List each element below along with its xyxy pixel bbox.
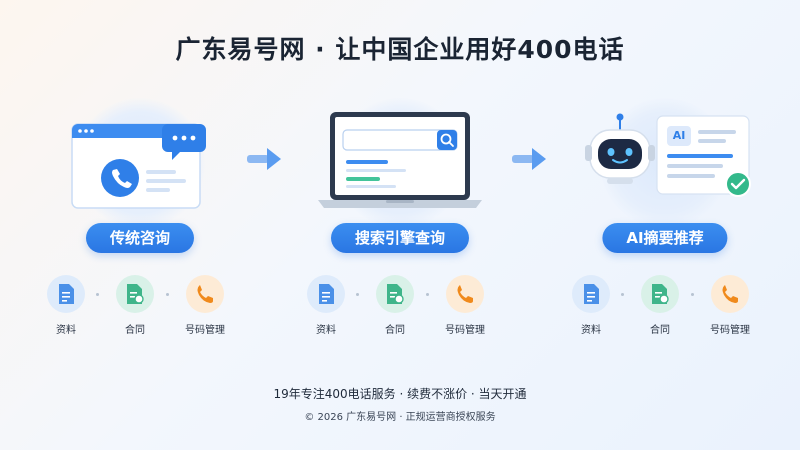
doc-item-contract: 合同 bbox=[105, 275, 165, 336]
doc-label-number-mgmt: 号码管理 bbox=[710, 325, 750, 336]
check-badge-icon bbox=[725, 171, 751, 197]
laptop-icon bbox=[318, 112, 482, 208]
doc-label-materials: 资料 bbox=[581, 325, 601, 336]
doc-item-number-mgmt: 号码管理 bbox=[700, 275, 760, 336]
doc-icon-row-2: 资料 合同 号码管理 bbox=[290, 275, 510, 336]
chat-bubble-icon bbox=[162, 124, 206, 160]
channel-label-traditional: 传统咨询 bbox=[85, 223, 195, 253]
separator-dot bbox=[96, 293, 99, 296]
document-icon bbox=[59, 284, 74, 304]
doc-item-materials: 资料 bbox=[561, 275, 621, 336]
phone-handset-icon bbox=[722, 285, 738, 303]
contract-icon bbox=[652, 284, 669, 304]
robot-icon bbox=[585, 113, 655, 184]
ai-illustration: AI bbox=[555, 90, 775, 228]
phone-call-icon bbox=[101, 159, 139, 197]
page-title: 广东易号网 · 让中国企业用好400电话 bbox=[175, 35, 625, 64]
document-icon bbox=[319, 284, 334, 304]
ai-summary-card bbox=[656, 115, 750, 195]
doc-icon-row-3: 资料 合同 号码管理 bbox=[555, 275, 775, 336]
contract-icon bbox=[387, 284, 404, 304]
doc-item-number-mgmt: 号码管理 bbox=[435, 275, 495, 336]
traditional-illustration bbox=[30, 90, 250, 228]
channel-traditional: 传统咨询 资料 合同 号码管理 bbox=[30, 90, 250, 350]
phone-handset-icon bbox=[457, 285, 473, 303]
doc-label-number-mgmt: 号码管理 bbox=[445, 325, 485, 336]
separator-dot bbox=[691, 293, 694, 296]
footer-copyright: © 2026 广东易号网 · 正规运营商授权服务 bbox=[304, 412, 496, 423]
doc-item-contract: 合同 bbox=[365, 275, 425, 336]
channel-search: 搜索引擎查询 资料 合同 号码管理 bbox=[290, 90, 510, 350]
contract-icon bbox=[127, 284, 144, 304]
doc-label-contract: 合同 bbox=[385, 325, 405, 336]
doc-item-number-mgmt: 号码管理 bbox=[175, 275, 235, 336]
footer-tagline: 19年专注400电话服务 · 续费不涨价 · 当天开通 bbox=[273, 387, 527, 401]
arrow-right-icon bbox=[512, 148, 546, 170]
doc-label-contract: 合同 bbox=[125, 325, 145, 336]
channel-label-search: 搜索引擎查询 bbox=[330, 223, 470, 253]
search-illustration bbox=[290, 90, 510, 228]
separator-dot bbox=[426, 293, 429, 296]
doc-label-materials: 资料 bbox=[316, 325, 336, 336]
phone-handset-icon bbox=[197, 285, 213, 303]
doc-item-contract: 合同 bbox=[630, 275, 690, 336]
separator-dot bbox=[356, 293, 359, 296]
doc-label-materials: 资料 bbox=[56, 325, 76, 336]
channel-ai: AI AI摘要推荐 资料 合同 号码管理 bbox=[555, 90, 775, 350]
doc-label-contract: 合同 bbox=[650, 325, 670, 336]
doc-item-materials: 资料 bbox=[36, 275, 96, 336]
doc-label-number-mgmt: 号码管理 bbox=[185, 325, 225, 336]
document-icon bbox=[584, 284, 599, 304]
separator-dot bbox=[166, 293, 169, 296]
search-bar bbox=[342, 129, 458, 151]
search-icon bbox=[440, 133, 454, 147]
arrow-right-icon bbox=[247, 148, 281, 170]
channel-label-ai: AI摘要推荐 bbox=[602, 223, 728, 253]
doc-icon-row-1: 资料 合同 号码管理 bbox=[30, 275, 250, 336]
ai-badge: AI bbox=[672, 129, 686, 142]
doc-item-materials: 资料 bbox=[296, 275, 356, 336]
separator-dot bbox=[621, 293, 624, 296]
